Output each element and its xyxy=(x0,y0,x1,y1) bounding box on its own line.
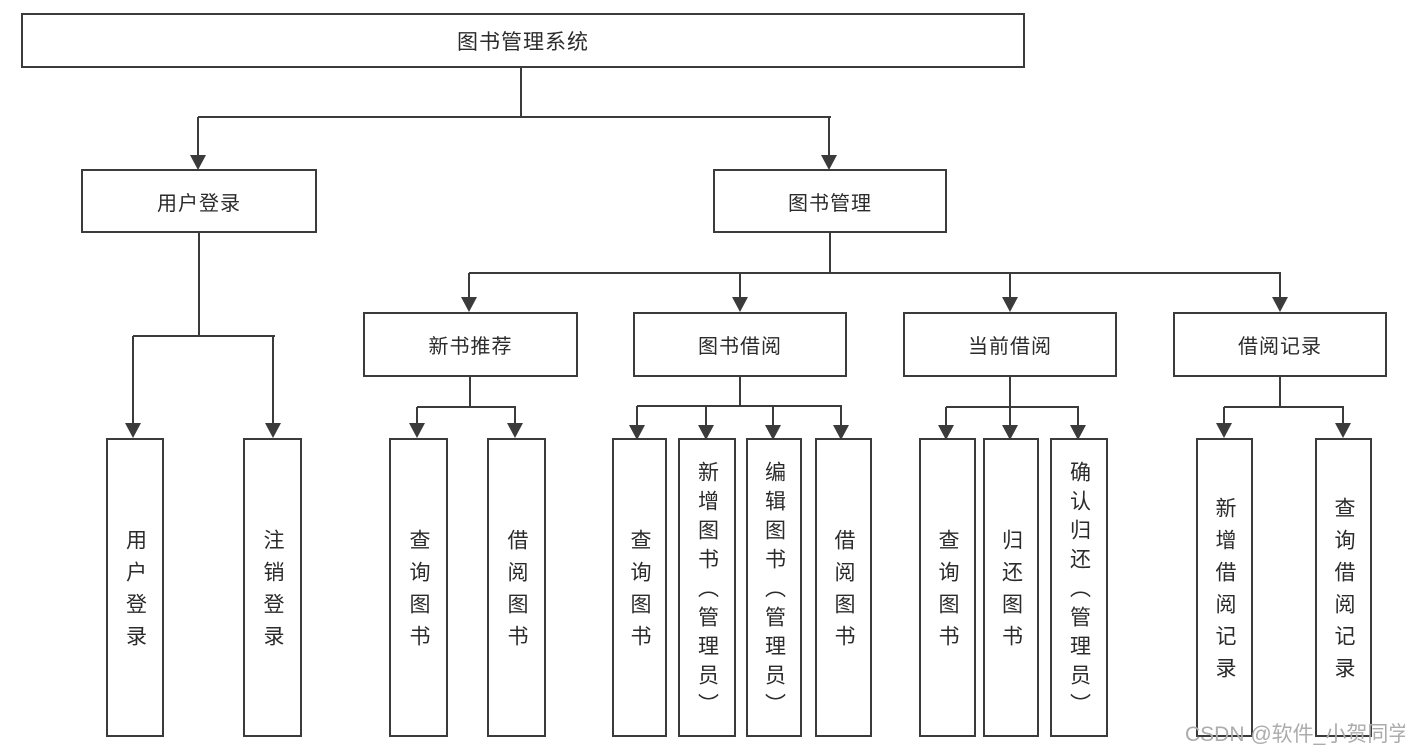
node-label: 新增图书（管理员） xyxy=(695,461,719,722)
arrowhead-icon xyxy=(1002,297,1018,312)
leaf-query-books: 查询图书 xyxy=(389,438,448,737)
arrowhead-icon xyxy=(265,423,281,438)
connector-line xyxy=(772,406,774,427)
connector-line xyxy=(1009,407,1011,427)
connector-line xyxy=(1009,273,1011,299)
arrowhead-icon xyxy=(821,155,837,170)
arrowhead-icon xyxy=(833,425,849,440)
arrowhead-icon xyxy=(732,297,748,312)
node-label: 新增借阅记录 xyxy=(1213,497,1236,689)
arrowhead-icon xyxy=(507,423,523,438)
node-label: 确认归还（管理员） xyxy=(1067,461,1091,722)
connector-line xyxy=(828,117,830,157)
connector-line xyxy=(1279,273,1281,299)
node-current-borrowing: 当前借阅 xyxy=(903,312,1117,377)
arrowhead-icon xyxy=(629,425,645,440)
connector-line xyxy=(705,406,707,427)
connector-line xyxy=(1279,377,1281,407)
connector-line xyxy=(739,377,741,406)
connector-line xyxy=(1224,406,1344,408)
node-label: 借阅图书 xyxy=(832,529,855,657)
connector-line xyxy=(514,407,516,425)
connector-line xyxy=(840,406,842,427)
node-label: 当前借阅 xyxy=(968,336,1052,358)
arrowhead-icon xyxy=(409,423,425,438)
connector-line xyxy=(198,116,831,118)
node-borrowing-records: 借阅记录 xyxy=(1173,312,1387,377)
leaf-return-books: 归还图书 xyxy=(983,438,1039,737)
arrowhead-icon xyxy=(938,425,954,440)
connector-line xyxy=(468,273,470,299)
leaf-query-books: 查询图书 xyxy=(919,438,976,737)
connector-line xyxy=(1077,407,1079,427)
connector-line xyxy=(469,272,1281,274)
connector-line xyxy=(197,117,199,157)
connector-line xyxy=(132,336,134,425)
node-book-borrowing: 图书借阅 xyxy=(633,312,847,377)
arrowhead-icon xyxy=(1272,297,1288,312)
leaf-query-books: 查询图书 xyxy=(612,438,667,737)
node-label: 查询图书 xyxy=(407,529,430,657)
connector-line xyxy=(945,407,947,427)
leaf-confirm-return-admin: 确认归还（管理员） xyxy=(1050,438,1108,737)
leaf-user-login: 用户登录 xyxy=(106,438,164,737)
arrowhead-icon xyxy=(1335,423,1351,438)
csdn-watermark: CSDN @软件_小贺同学 xyxy=(1185,723,1405,746)
connector-line xyxy=(417,406,516,408)
node-label: 用户登录 xyxy=(123,529,147,657)
arrowhead-icon xyxy=(765,425,781,440)
node-label: 用户登录 xyxy=(157,192,241,215)
node-label: 注销登录 xyxy=(261,529,284,657)
node-label: 图书管理 xyxy=(788,192,872,215)
node-user-login-branch: 用户登录 xyxy=(81,169,317,233)
leaf-logout: 注销登录 xyxy=(243,438,302,737)
arrowhead-icon xyxy=(1216,423,1232,438)
connector-line xyxy=(946,406,1079,408)
connector-line xyxy=(636,406,638,427)
leaf-borrow-books: 借阅图书 xyxy=(487,438,546,737)
arrowhead-icon xyxy=(1002,425,1018,440)
connector-line xyxy=(1223,407,1225,425)
node-label: 借阅记录 xyxy=(1238,336,1322,358)
node-book-management-branch: 图书管理 xyxy=(713,169,947,233)
connector-line xyxy=(469,377,471,407)
connector-line xyxy=(829,233,831,273)
connector-line xyxy=(198,233,200,336)
node-label: 查询图书 xyxy=(628,529,651,657)
connector-line xyxy=(520,68,522,117)
connector-line xyxy=(637,405,842,407)
connector-line xyxy=(416,407,418,425)
arrowhead-icon xyxy=(461,297,477,312)
arrowhead-icon xyxy=(1070,425,1086,440)
node-new-book-recommend: 新书推荐 xyxy=(363,312,578,377)
node-label: 图书借阅 xyxy=(698,336,782,358)
node-label: 查询图书 xyxy=(936,529,959,657)
leaf-query-borrow-record: 查询借阅记录 xyxy=(1315,438,1372,737)
node-label: 查询借阅记录 xyxy=(1332,497,1355,689)
connector-line xyxy=(272,336,274,425)
node-label: 编辑图书（管理员） xyxy=(762,461,786,722)
arrowhead-icon xyxy=(190,155,206,170)
connector-line xyxy=(739,273,741,299)
node-label: 图书管理系统 xyxy=(457,30,589,54)
node-label: 新书推荐 xyxy=(428,336,513,358)
arrowhead-icon xyxy=(125,423,141,438)
connector-line xyxy=(133,335,275,337)
node-label: 归还图书 xyxy=(999,529,1023,657)
leaf-add-books-admin: 新增图书（管理员） xyxy=(678,438,736,737)
arrowhead-icon xyxy=(698,425,714,440)
leaf-add-borrow-record: 新增借阅记录 xyxy=(1196,438,1253,737)
connector-line xyxy=(1009,377,1011,407)
node-label: 借阅图书 xyxy=(505,529,528,657)
leaf-edit-books-admin: 编辑图书（管理员） xyxy=(746,438,802,737)
node-library-management-system: 图书管理系统 xyxy=(21,13,1025,68)
leaf-borrow-books: 借阅图书 xyxy=(815,438,872,737)
connector-line xyxy=(1342,407,1344,425)
